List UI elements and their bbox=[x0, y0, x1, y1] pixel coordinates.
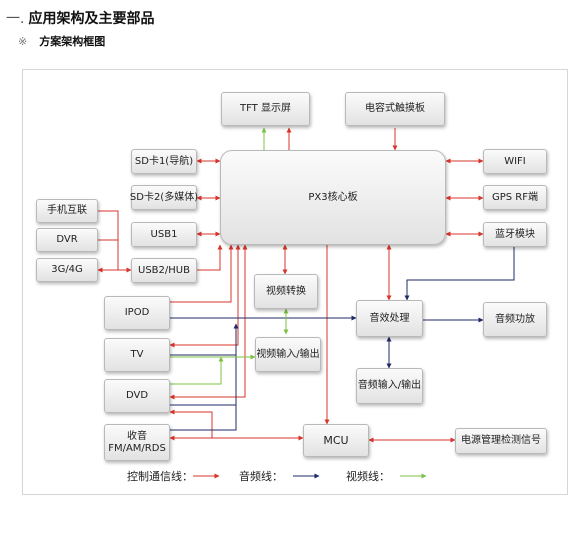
legend-video: 视频线： bbox=[346, 470, 390, 483]
block-ipod: IPOD bbox=[104, 296, 170, 330]
ctrl-line-dvd-mcu bbox=[169, 409, 304, 441]
block-usb1: USB1 bbox=[131, 222, 197, 247]
block-usb2-hub: USB2/HUB bbox=[131, 258, 197, 283]
radio-label: 收音 bbox=[127, 430, 147, 442]
audio-line-radio bbox=[170, 323, 239, 431]
legend-control: 控制通信线： bbox=[127, 470, 193, 483]
block-video-io: 视频输入/输出 bbox=[255, 337, 321, 372]
note-mark: ※ bbox=[18, 35, 28, 48]
block-3g-4g: 3G/4G bbox=[36, 258, 98, 282]
section-title: 应用架构及主要部品 bbox=[28, 11, 155, 27]
block-audio-effect: 音效处理 bbox=[356, 300, 423, 337]
block-tft-display: TFT 显示屏 bbox=[221, 92, 310, 126]
radio-bands: FM/AM/RDS bbox=[108, 442, 166, 454]
block-bluetooth: 蓝牙模块 bbox=[483, 222, 547, 247]
block-tv: TV bbox=[104, 338, 170, 372]
section-number: 一. bbox=[6, 11, 25, 27]
block-mcu: MCU bbox=[303, 424, 369, 457]
block-dvd: DVD bbox=[104, 379, 170, 413]
block-video-converter: 视频转换 bbox=[254, 274, 318, 309]
block-audio-amplifier: 音频功放 bbox=[483, 302, 547, 337]
block-touch-panel: 电容式触摸板 bbox=[345, 92, 445, 126]
block-wifi: WIFI bbox=[483, 149, 547, 174]
legend-audio: 音频线： bbox=[239, 470, 283, 483]
block-power-management: 电源管理检测信号 bbox=[455, 428, 547, 454]
ctrl-line-dvd-core bbox=[169, 244, 248, 400]
ctrl-line-usb2-core bbox=[197, 244, 223, 271]
block-dvr: DVR bbox=[36, 228, 98, 252]
block-sd-card-2: SD卡2(多媒体) bbox=[130, 185, 198, 210]
block-gps-rf: GPS RF端 bbox=[483, 185, 547, 210]
block-sd-card-1: SD卡1(导航) bbox=[131, 149, 197, 174]
block-px3-core-board: PX3核心板 bbox=[220, 150, 446, 245]
block-phone-link: 手机互联 bbox=[36, 199, 98, 223]
section-heading: 一.应用架构及主要部品 bbox=[6, 8, 154, 28]
block-radio: 收音 FM/AM/RDS bbox=[104, 424, 170, 461]
block-audio-io: 音频输入/输出 bbox=[356, 368, 423, 404]
audio-line-bt-audioproc bbox=[404, 247, 515, 301]
diagram-title: 方案架构框图 bbox=[39, 35, 106, 48]
video-line-dvd-videoio bbox=[170, 356, 224, 385]
diagram-subheading: ※ 方案架构框图 bbox=[18, 33, 105, 49]
